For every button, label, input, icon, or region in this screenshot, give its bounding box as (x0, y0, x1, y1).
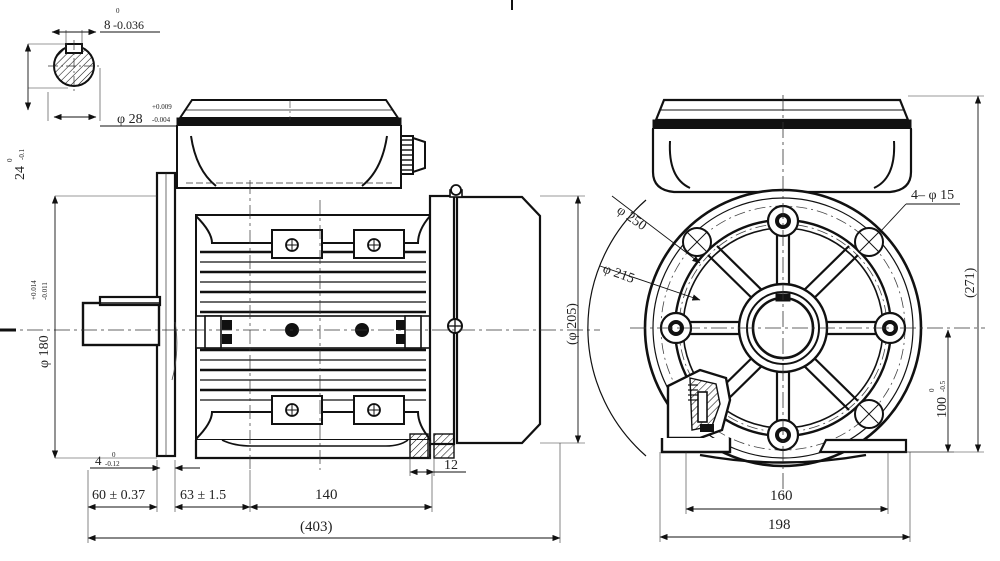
bearing-key-d (396, 334, 405, 344)
shaft-diameter-value: φ 28 (117, 112, 143, 127)
end-tb-fillet-right (873, 140, 896, 189)
bearing-key-c (396, 320, 405, 330)
dim100-value: 100 (935, 397, 950, 418)
dim160-value: 160 (770, 488, 793, 504)
dim-base-width-198: 198 (659, 452, 911, 542)
end-tb-flange (652, 119, 912, 130)
dim100-upper-tol: 0 (928, 388, 936, 392)
section-foot (660, 438, 732, 454)
reference-sweep-arc (587, 199, 647, 457)
end-tb-body (651, 129, 913, 194)
shaft-keyway (98, 295, 162, 307)
dim100-lower-tol: -0.5 (939, 380, 947, 392)
section-detail-lower-left (660, 368, 732, 454)
terminal-box-fillet-right (361, 135, 388, 187)
dim140-value: 140 (315, 487, 338, 503)
dim-foot-height-100: 100 0 -0.5 (890, 329, 954, 453)
motor-body (195, 214, 431, 441)
section-threads (688, 384, 698, 401)
stator-center-band (195, 315, 431, 349)
lifting-eye-ring (450, 184, 462, 196)
flange-tapped-bosses (659, 204, 907, 452)
section-bore (697, 391, 708, 423)
dim415-leader-diag (879, 203, 907, 233)
terminal-box (176, 99, 426, 189)
dim4-upper-tol: 0 (112, 451, 116, 459)
dim-body-length-140: 140 (249, 472, 433, 512)
cowl-shell (455, 195, 542, 445)
dim4-lower-tol: -0.12 (105, 460, 120, 468)
dim60-value: 60 ± 0.37 (92, 488, 145, 503)
terminal-box-flange (176, 117, 402, 127)
dim215-leader (599, 265, 701, 301)
dim-foot-span-160: 160 (685, 452, 889, 514)
key-width-upper-tol: 0 (116, 7, 120, 15)
dim-foot-width-12: 12 (409, 458, 466, 476)
dim180-lower-tol: -0.011 (41, 282, 49, 300)
side-elevation-view: φ 180 +0.014 -0.011 (φ 205) 4 0 -0.12 12 (0, 99, 600, 543)
flange-break-line (171, 321, 178, 381)
dim4-value: 4 (95, 453, 102, 468)
key-depth-lower-tol: -0.1 (18, 148, 26, 160)
section-block (700, 424, 714, 432)
end-flange-view: φ 250 φ 215 4– φ 15 (271) 100 0 -0.5 (587, 95, 985, 542)
foot-bottom-arc (699, 453, 867, 464)
foot-base (194, 430, 455, 462)
foot-section-hatch-left (409, 433, 429, 459)
dim198-value: 198 (768, 517, 791, 533)
key-width-value: 8 (104, 17, 111, 32)
dim250-leader (611, 195, 701, 264)
dim180-upper-tol: +0.014 (30, 280, 38, 300)
terminal-box-lid (178, 99, 400, 119)
dim180-value: φ 180 (37, 335, 52, 368)
foot-pad-right (818, 438, 908, 454)
key-width-lower-tol: -0.036 (113, 18, 144, 32)
cable-gland (400, 135, 426, 175)
dim-housing-dia-205: (φ 205) (540, 195, 585, 444)
key-depth-value: 24 (13, 166, 28, 180)
shaft-dia-upper-tol: +0.009 (152, 103, 172, 111)
dim415-value: 4– φ 15 (911, 188, 954, 203)
dim-overall-length-403: (403) (87, 443, 561, 543)
dim-flange-to-body-63: 63 ± 1.5 (174, 460, 251, 512)
bearing-key-a (222, 320, 232, 330)
bearing-key-b (222, 334, 232, 344)
dim12-value: 12 (444, 458, 458, 473)
shaft-dia-lower-tol: -0.004 (152, 116, 171, 124)
dim-mounting-holes: 4– φ 15 (879, 188, 960, 233)
gland-cap (412, 136, 426, 174)
end-terminal-box (651, 98, 913, 194)
fan-cowl (428, 184, 542, 446)
dim63-value: 63 ± 1.5 (180, 488, 226, 503)
output-shaft (81, 295, 162, 347)
dim-flange-spigot-180: φ 180 +0.014 -0.011 (30, 195, 157, 459)
dim205-value: (φ 205) (565, 303, 580, 345)
key-depth-upper-tol: 0 (6, 158, 14, 162)
cooling-fins (200, 250, 426, 401)
gland-threads (401, 139, 413, 171)
foot-section-hatch-right (433, 433, 455, 459)
mounting-holes-4x15 (682, 227, 884, 429)
dim403-value: (403) (300, 519, 333, 535)
dim-flange-thickness-4: 4 0 -0.12 (90, 451, 200, 472)
dim-shaft-extension-60: 60 ± 0.37 (87, 460, 158, 512)
shaft-body (81, 301, 161, 347)
shaft-keyway-section-detail: 8 0 -0.036 φ 28 +0.009 -0.004 24 0 -0.1 (6, 7, 214, 180)
bearing-right (404, 315, 422, 349)
lifting-eye (449, 184, 463, 198)
dim271-value: (271) (963, 267, 978, 298)
foot-inner-profile (221, 439, 409, 447)
end-tb-fillet-left (668, 140, 691, 189)
terminal-box-body (176, 126, 402, 189)
bearing-left (204, 315, 222, 349)
